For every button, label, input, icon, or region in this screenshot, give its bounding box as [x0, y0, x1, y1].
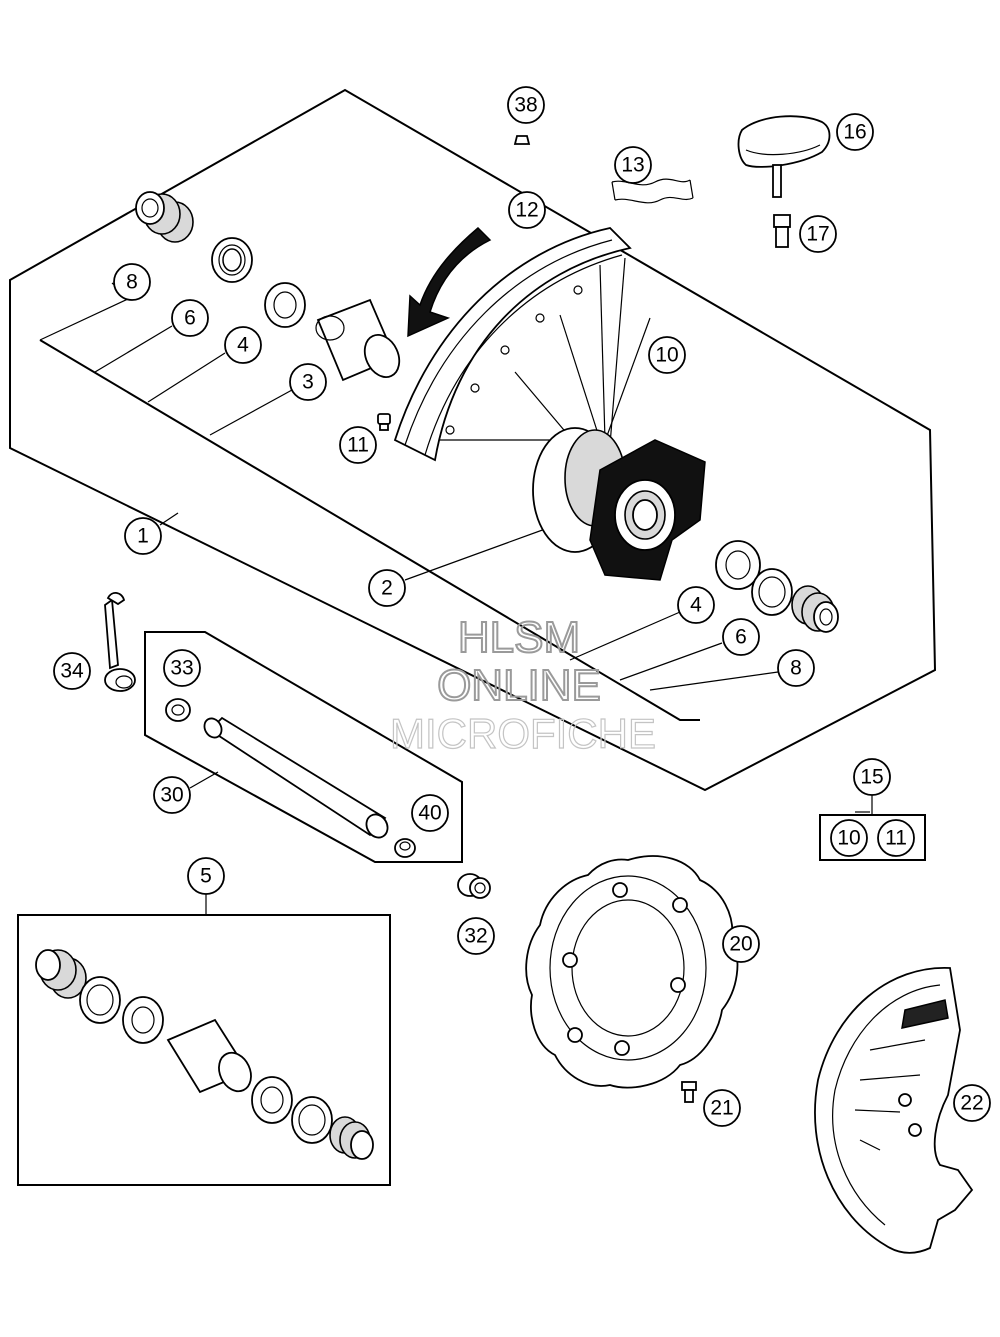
disc-guard [814, 967, 974, 1254]
svg-text:13: 13 [621, 154, 644, 177]
callout-4-left: 4 [224, 326, 262, 364]
callout-8-right: 8 [777, 649, 815, 687]
callout-21: 21 [703, 1089, 741, 1127]
dust-seal-left [135, 191, 194, 243]
svg-text:33: 33 [170, 657, 193, 680]
right-bearing-stack [715, 540, 839, 633]
leader-lines [94, 282, 870, 813]
disc-bolt [681, 1081, 697, 1103]
svg-text:3: 3 [302, 371, 314, 394]
axle-nut [394, 838, 416, 858]
svg-text:22: 22 [960, 1092, 983, 1115]
axle-group-outline [144, 631, 463, 863]
callout-33: 33 [163, 649, 201, 687]
spacer-tube [315, 298, 401, 382]
svg-text:11: 11 [347, 434, 369, 457]
svg-text:4: 4 [237, 334, 249, 357]
svg-text:10: 10 [655, 344, 678, 367]
callout-3: 3 [289, 363, 327, 401]
callout-6-left: 6 [171, 299, 209, 337]
callout-6-right: 6 [722, 618, 760, 656]
bearing-kit-parts [35, 949, 374, 1160]
callout-22: 22 [953, 1084, 991, 1122]
svg-text:21: 21 [710, 1097, 733, 1120]
svg-text:17: 17 [806, 223, 829, 246]
seal-ring-right [751, 568, 793, 616]
svg-text:8: 8 [790, 657, 802, 680]
callout-12: 12 [508, 191, 546, 229]
callout-32: 32 [457, 917, 495, 955]
rim-tape [611, 178, 694, 204]
axle-spacer [165, 698, 191, 722]
svg-text:16: 16 [843, 121, 866, 144]
svg-text:2: 2 [381, 577, 393, 600]
watermark-line3: MICROFICHE [390, 710, 656, 757]
callout-8-left: 8 [113, 263, 151, 301]
brake-disc [525, 855, 739, 1089]
watermark-line1: HLSM [458, 613, 580, 662]
callout-20: 20 [722, 925, 760, 963]
kit-15-box [819, 795, 926, 861]
callout-4-right: 4 [677, 586, 715, 624]
axle-clamp-tool [104, 592, 136, 692]
svg-text:10: 10 [837, 827, 860, 850]
callout-38: 38 [507, 86, 545, 124]
dust-seal-right [791, 585, 839, 633]
plug-part [513, 135, 531, 145]
svg-text:6: 6 [735, 626, 747, 649]
svg-text:1: 1 [137, 525, 149, 548]
svg-text:30: 30 [160, 784, 183, 807]
watermark: HLSM ONLINE MICROFICHE [389, 612, 656, 758]
svg-text:6: 6 [184, 307, 196, 330]
axle [203, 716, 389, 839]
callout-40: 40 [411, 794, 449, 832]
svg-text:34: 34 [60, 660, 84, 683]
wheel-assembly-outline [9, 88, 937, 792]
svg-text:11: 11 [885, 827, 907, 850]
seal-ring-left [211, 237, 253, 283]
valve-stem [377, 413, 391, 431]
bearing-right [715, 540, 761, 590]
callout-2: 2 [368, 569, 406, 607]
callout-10: 10 [648, 336, 686, 374]
svg-text:40: 40 [418, 802, 441, 825]
svg-text:4: 4 [690, 594, 702, 617]
watermark-line2: ONLINE [437, 661, 601, 710]
callout-34: 34 [53, 652, 91, 690]
nipple-bolt [773, 214, 791, 248]
leader-30 [189, 771, 219, 789]
callout-15-11: 11 [877, 819, 915, 857]
wheel-hub [532, 427, 706, 581]
callout-15: 15 [853, 758, 891, 796]
callout-13: 13 [614, 146, 652, 184]
svg-text:15: 15 [860, 766, 883, 789]
bearing-left [264, 282, 306, 328]
rotation-arrow [407, 226, 492, 338]
spacer-nut [457, 873, 491, 899]
callout-30: 30 [153, 776, 191, 814]
svg-text:32: 32 [464, 925, 487, 948]
svg-text:20: 20 [729, 933, 752, 956]
wheel-rim [393, 227, 632, 462]
bearing-kit-outline [17, 893, 391, 1186]
callout-15-10: 10 [830, 819, 868, 857]
svg-text:38: 38 [514, 94, 537, 117]
wheel-stand [737, 115, 831, 198]
svg-text:8: 8 [126, 271, 138, 294]
svg-text:12: 12 [515, 199, 538, 222]
callout-1: 1 [124, 517, 162, 555]
callout-17: 17 [799, 215, 837, 253]
svg-text:5: 5 [200, 865, 212, 888]
callout-11: 11 [339, 426, 377, 464]
callout-16: 16 [836, 113, 874, 151]
left-bearing-stack [135, 191, 401, 382]
callout-5: 5 [187, 857, 225, 895]
